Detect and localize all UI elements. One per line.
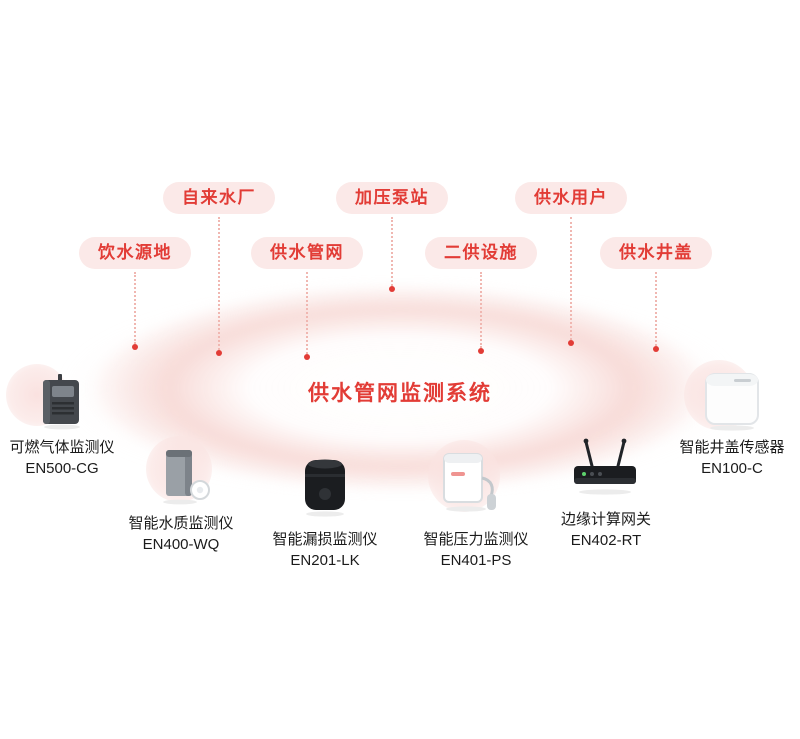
- connector-water-supply-users: [570, 217, 572, 340]
- connector-dot: [653, 346, 659, 352]
- connector-dot: [478, 348, 484, 354]
- device-model: EN201-LK: [290, 552, 360, 569]
- manhole-sensor-icon: [705, 373, 759, 431]
- connector-pressurized-pump-station: [391, 217, 393, 286]
- device-name: 智能井盖传感器: [679, 439, 785, 456]
- device-name: 智能漏损监测仪: [272, 531, 378, 548]
- device-name: 可燃气体监测仪: [9, 439, 115, 456]
- connector-dot: [568, 340, 574, 346]
- scene-label-water-supply-network: 供水管网: [251, 237, 363, 269]
- device-model: EN401-PS: [440, 552, 512, 569]
- connector-dot: [132, 344, 138, 350]
- pressure-monitor-icon: [443, 453, 496, 512]
- connector-dot: [304, 354, 310, 360]
- device-name: 智能水质监测仪: [128, 515, 234, 532]
- device-name: 智能压力监测仪: [423, 531, 529, 548]
- water-quality-monitor-icon: [163, 450, 210, 505]
- device-model: EN402-RT: [570, 532, 642, 549]
- scene-label-tap-water-plant: 自来水厂: [163, 182, 275, 214]
- edge-gateway-icon: [574, 438, 636, 495]
- connector-tap-water-plant: [218, 217, 220, 350]
- leakage-monitor-icon: [305, 459, 345, 517]
- diagram-title: 供水管网监测系统: [308, 382, 492, 405]
- connector-dot: [389, 286, 395, 292]
- device-model: EN500-CG: [25, 460, 99, 477]
- gas-detector-icon: [43, 374, 80, 430]
- device-model: EN400-WQ: [142, 536, 220, 553]
- scene-label-secondary-supply-facility: 二供设施: [425, 237, 537, 269]
- connector-water-supply-manhole: [655, 272, 657, 346]
- scene-label-water-supply-manhole: 供水井盖: [600, 237, 712, 269]
- device-model: EN100-C: [701, 460, 763, 477]
- scene-label-water-supply-users: 供水用户: [515, 182, 627, 214]
- connector-dot: [216, 350, 222, 356]
- scene-label-drinking-water-source: 饮水源地: [79, 237, 191, 269]
- connector-drinking-water-source: [134, 272, 136, 344]
- device-name: 边缘计算网关: [560, 511, 652, 528]
- scene-label-pressurized-pump-station: 加压泵站: [336, 182, 448, 214]
- connector-secondary-supply-facility: [480, 272, 482, 348]
- connector-water-supply-network: [306, 272, 308, 354]
